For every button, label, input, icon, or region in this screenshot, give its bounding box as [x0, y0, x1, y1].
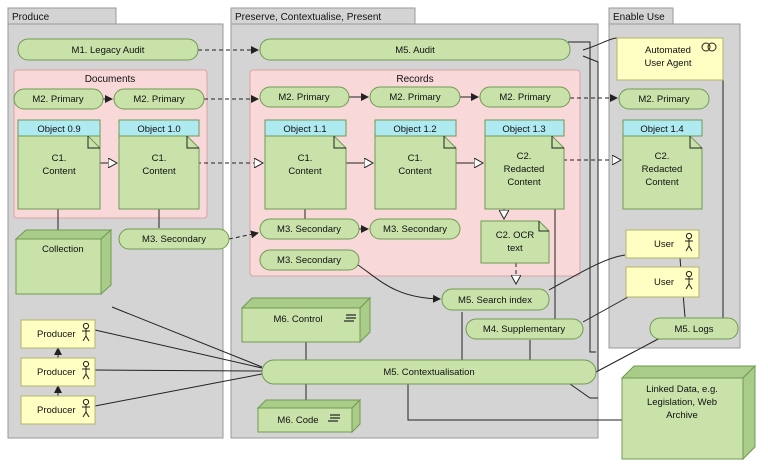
- producer-label: Producer: [37, 329, 76, 340]
- search-index-label: M5. Search index: [458, 295, 532, 306]
- legacy-audit-label: M1. Legacy Audit: [72, 45, 145, 56]
- primary-node: M2. Primary: [113, 88, 205, 110]
- object-1-3-label: Object 1.3: [502, 124, 545, 135]
- producer-actor: Producer: [20, 357, 96, 387]
- user-actor: User: [625, 266, 700, 298]
- linked-data-line1: Linked Data, e.g.: [646, 384, 718, 395]
- secondary-node: M3. Secondary: [259, 218, 360, 240]
- producer-actor: Producer: [20, 395, 96, 425]
- person-icon: [82, 322, 90, 342]
- code-node: M6. Code: [256, 398, 362, 434]
- producer-label: Producer: [37, 367, 76, 378]
- artifact-icon: [344, 314, 356, 322]
- content-label-line1: C1.: [52, 153, 67, 164]
- contextualisation-label: M5. Contextualisation: [383, 367, 474, 378]
- primary-node: M2. Primary: [618, 88, 710, 110]
- linked-data-line3: Archive: [666, 410, 698, 421]
- contextualisation-node: M5. Contextualisation: [261, 359, 597, 385]
- primary-label: M2. Primary: [638, 94, 689, 105]
- content-label-line3: Content: [645, 177, 679, 188]
- content-label-line2: Redacted: [642, 164, 683, 175]
- control-label: M6. Control: [273, 314, 322, 325]
- person-icon: [82, 398, 90, 418]
- interface-icon: [701, 42, 717, 52]
- content-label-line1: C2.: [517, 151, 532, 162]
- ocr-text-node: C2. OCR text: [480, 220, 550, 264]
- secondary-label: M3. Secondary: [383, 224, 447, 235]
- object-1-2-label: Object 1.2: [393, 124, 436, 135]
- primary-node: M2. Primary: [259, 86, 350, 108]
- content-label-line1: C1.: [298, 153, 313, 164]
- linked-data-line2: Legislation, Web: [647, 397, 717, 408]
- logs-label: M5. Logs: [674, 324, 713, 335]
- code-label: M6. Code: [277, 415, 318, 426]
- primary-node: M2. Primary: [479, 86, 571, 108]
- secondary-label: M3. Secondary: [277, 224, 341, 235]
- ocr-label-line1: C2. OCR: [496, 230, 535, 241]
- object-1-1: Object 1.1 C1. Content: [264, 119, 347, 210]
- content-label-line2: Content: [142, 166, 176, 177]
- search-index-node: M5. Search index: [441, 288, 550, 311]
- secondary-node: M3. Secondary: [118, 228, 230, 250]
- secondary-label: M3. Secondary: [142, 234, 206, 245]
- object-1-3: Object 1.3 C2. Redacted Content: [484, 119, 565, 210]
- object-1-1-label: Object 1.1: [283, 124, 326, 135]
- object-1-4: Object 1.4 C2. Redacted Content: [622, 119, 703, 210]
- content-label-line1: C1.: [152, 153, 167, 164]
- control-node: M6. Control: [240, 296, 372, 344]
- ocr-label-line2: text: [507, 243, 523, 254]
- person-icon: [82, 360, 90, 380]
- group-documents-title: Documents: [85, 74, 136, 85]
- primary-label: M2. Primary: [133, 94, 184, 105]
- agent-label-line1: Automated: [645, 45, 691, 56]
- primary-node: M2. Primary: [13, 88, 104, 110]
- person-icon: [685, 232, 693, 252]
- supplementary-label: M4. Supplementary: [483, 324, 566, 335]
- object-1-2: Object 1.2 C1. Content: [374, 119, 457, 210]
- user-label: User: [654, 277, 674, 288]
- collection-node: Collection: [14, 228, 113, 296]
- collection-label: Collection: [42, 244, 84, 255]
- automated-user-agent: Automated User Agent: [616, 37, 724, 81]
- lane-enable-title: Enable Use: [613, 12, 665, 23]
- producer-label: Producer: [37, 405, 76, 416]
- user-actor: User: [625, 229, 700, 259]
- content-label-line2: Content: [288, 166, 322, 177]
- content-label-line3: Content: [507, 177, 541, 188]
- artifact-icon: [328, 414, 340, 422]
- object-1-0: Object 1.0 C1. Content: [118, 119, 200, 210]
- producer-actor: Producer: [20, 319, 96, 349]
- supplementary-node: M4. Supplementary: [465, 318, 584, 340]
- secondary-node: M3. Secondary: [259, 249, 360, 271]
- person-icon: [685, 270, 693, 290]
- logs-node: M5. Logs: [649, 317, 739, 340]
- audit-label: M5. Audit: [395, 45, 435, 56]
- linked-data-node: Linked Data, e.g. Legislation, Web Archi…: [620, 364, 757, 461]
- connectors: [54, 37, 724, 421]
- object-1-0-label: Object 1.0: [137, 124, 180, 135]
- content-label-line1: C2.: [655, 151, 670, 162]
- object-0-9-label: Object 0.9: [37, 124, 80, 135]
- content-label-line2: Content: [42, 166, 76, 177]
- content-label-line2: Content: [398, 166, 432, 177]
- audit-node: M5. Audit: [259, 38, 571, 61]
- primary-label: M2. Primary: [389, 92, 440, 103]
- content-label-line2: Redacted: [504, 164, 545, 175]
- secondary-label: M3. Secondary: [277, 255, 341, 266]
- lane-preserve-title: Preserve, Contextualise, Present: [235, 12, 381, 23]
- primary-label: M2. Primary: [32, 94, 83, 105]
- user-label: User: [654, 239, 674, 250]
- secondary-node: M3. Secondary: [369, 218, 461, 240]
- agent-label-line2: User Agent: [645, 58, 692, 69]
- primary-label: M2. Primary: [499, 92, 550, 103]
- lane-produce-title: Produce: [12, 12, 50, 23]
- object-0-9: Object 0.9 C1. Content: [17, 119, 101, 210]
- content-label-line1: C1.: [408, 153, 423, 164]
- primary-label: M2. Primary: [278, 92, 329, 103]
- legacy-audit-node: M1. Legacy Audit: [17, 38, 199, 61]
- group-records-title: Records: [396, 74, 433, 85]
- primary-node: M2. Primary: [369, 86, 461, 108]
- object-1-4-label: Object 1.4: [640, 124, 683, 135]
